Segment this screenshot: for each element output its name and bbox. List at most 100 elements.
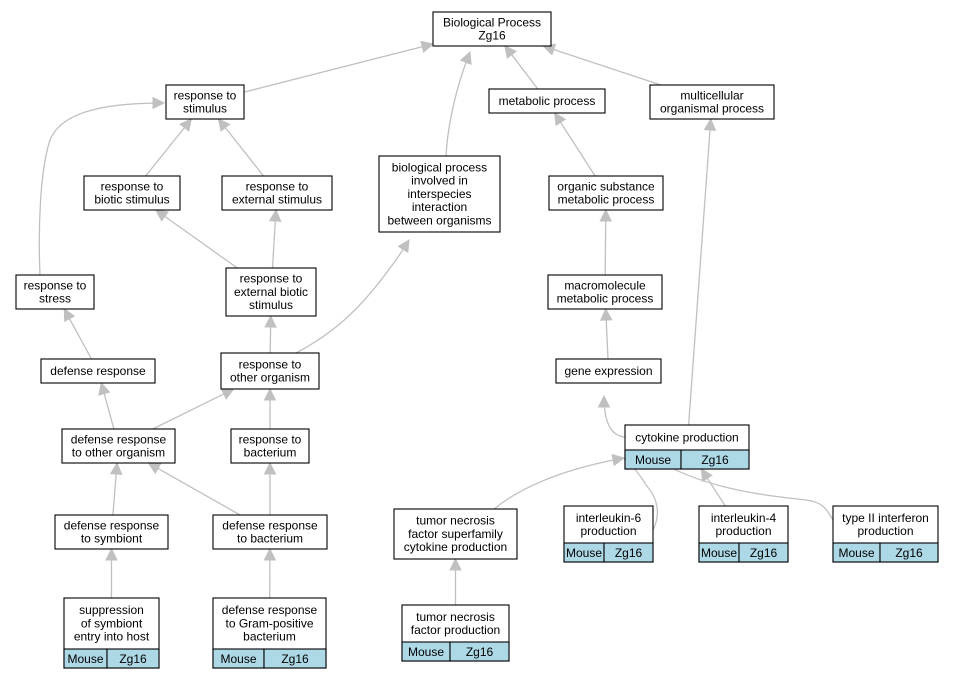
node-label-line: external biotic bbox=[234, 285, 308, 299]
edge-defgram-to-defbact bbox=[263, 547, 277, 599]
edge-defresp-to-rstress bbox=[63, 308, 93, 360]
node-box bbox=[165, 84, 245, 120]
species-cell: Mouse bbox=[212, 648, 265, 669]
node-label-line: interleukin-6 bbox=[576, 511, 642, 525]
arrowhead bbox=[147, 462, 162, 475]
node-label-line: factor production bbox=[411, 623, 500, 637]
edge-metab-to-bp bbox=[504, 45, 539, 90]
gene-cell: Zg16 bbox=[738, 542, 789, 563]
node-box bbox=[393, 508, 518, 560]
node-label-line: type II interferon bbox=[842, 511, 929, 525]
arrowhead bbox=[420, 40, 435, 53]
edge-rbiotic-to-rstim bbox=[145, 118, 193, 177]
node-box bbox=[378, 155, 501, 233]
edge-line bbox=[687, 129, 711, 426]
node-label-line: gene expression bbox=[564, 364, 652, 378]
node-label-line: response to bbox=[174, 88, 237, 102]
arrowhead bbox=[105, 547, 118, 561]
node-label-line: bacterium bbox=[244, 446, 297, 460]
edge-line bbox=[112, 473, 117, 516]
edge-line bbox=[145, 127, 186, 177]
node-box bbox=[225, 267, 317, 317]
gene-label: Zg16 bbox=[281, 652, 309, 666]
node-label-line: metabolic process bbox=[558, 193, 655, 207]
gene-label: Zg16 bbox=[750, 546, 778, 560]
edge-defother-to-rother bbox=[152, 388, 235, 430]
arrowhead bbox=[597, 394, 611, 408]
edge-rstim-to-bp bbox=[243, 40, 435, 93]
node-box bbox=[54, 514, 169, 550]
node-label-line: defense response bbox=[71, 432, 167, 446]
edge-multi-to-bp bbox=[542, 43, 662, 86]
node-label-line: suppression bbox=[79, 603, 144, 617]
arrowhead bbox=[264, 314, 277, 328]
arrowhead bbox=[179, 118, 193, 132]
node-metabolic-process[interactable]: metabolic process bbox=[488, 88, 606, 114]
edge-layer bbox=[38, 40, 834, 605]
gene-label: Zg16 bbox=[895, 546, 923, 560]
node-label-line: Zg16 bbox=[478, 29, 506, 43]
node-label-line: bacterium bbox=[243, 630, 296, 644]
arrowhead bbox=[263, 461, 277, 475]
node-defense-response[interactable]: defense response bbox=[40, 358, 156, 384]
arrowhead bbox=[109, 461, 123, 475]
node-box bbox=[548, 175, 664, 211]
edge-defbact-to-rbact bbox=[263, 461, 277, 515]
cell-box bbox=[263, 648, 327, 669]
edge-defother-to-defresp bbox=[98, 381, 115, 430]
species-cell: Mouse bbox=[698, 542, 740, 563]
node-box bbox=[40, 358, 156, 384]
node-label-line: response to bbox=[101, 179, 164, 193]
node-label-line: response to bbox=[240, 272, 303, 286]
node-label-line: tumor necrosis bbox=[416, 610, 495, 624]
node-label-line: tumor necrosis bbox=[416, 514, 495, 528]
node-box bbox=[61, 428, 176, 464]
node-label-line: cytokine production bbox=[404, 540, 507, 554]
node-label-line: external stimulus bbox=[232, 193, 322, 207]
edge-line bbox=[68, 318, 93, 360]
node-label-line: to symbiont bbox=[81, 532, 143, 546]
gene-label: Zg16 bbox=[119, 652, 147, 666]
arrowhead bbox=[554, 112, 567, 127]
node-label-line: interleukin-4 bbox=[711, 511, 777, 525]
node-label-line: interspecies bbox=[407, 187, 471, 201]
node-box bbox=[220, 352, 320, 390]
node-gene-expression[interactable]: gene expression bbox=[555, 358, 662, 384]
cell-box bbox=[449, 641, 510, 662]
node-label-line: Biological Process bbox=[443, 15, 541, 29]
node-label-line: production bbox=[857, 524, 913, 538]
arrowhead bbox=[217, 118, 231, 132]
node-label-line: cytokine production bbox=[635, 430, 738, 444]
node-box bbox=[15, 274, 95, 310]
gene-label: Zg16 bbox=[615, 546, 643, 560]
edge-line bbox=[157, 467, 241, 516]
node-box bbox=[432, 11, 552, 47]
edge-bpinter-to-bp bbox=[445, 50, 472, 157]
node-label-line: entry into host bbox=[74, 630, 150, 644]
species-cell: Mouse bbox=[63, 648, 108, 669]
